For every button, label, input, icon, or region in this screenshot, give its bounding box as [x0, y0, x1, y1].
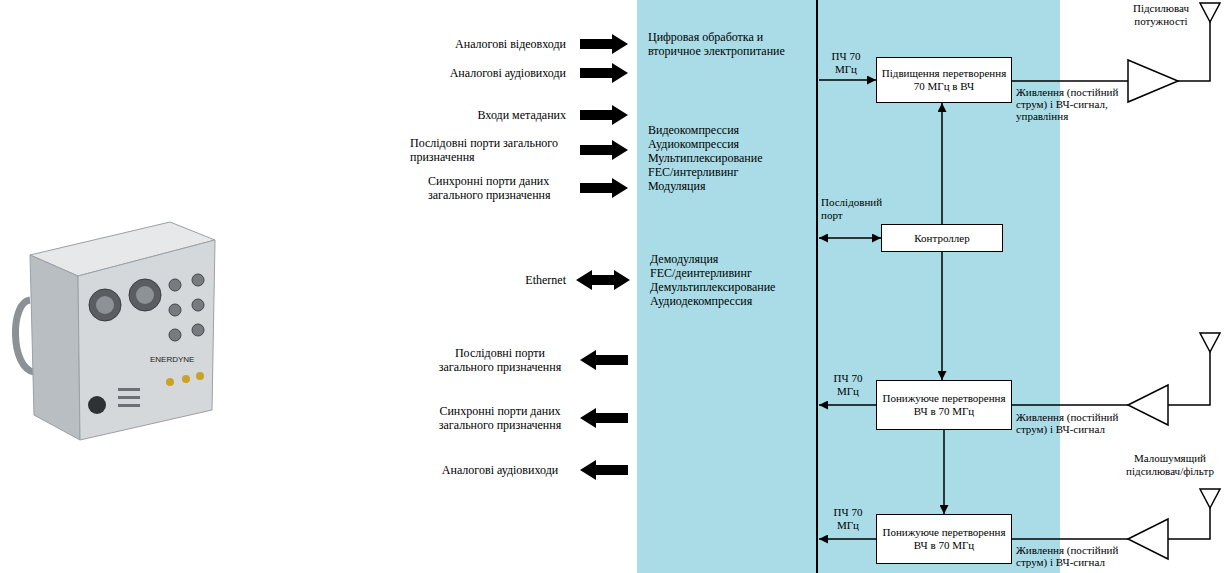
amplifier-triangle [1128, 519, 1168, 559]
power-amplifier: Підсилювач потужності [1124, 2, 1198, 104]
input-label: Послідовні порти загального призначення [410, 136, 575, 164]
signal-bus [816, 0, 818, 573]
panel-text: FEC/деинтерливинг [650, 266, 752, 280]
box-text: Понижуюче перетворення ВЧ в 70 МГц [881, 526, 1007, 552]
input-label: Входи метаданих [440, 108, 566, 122]
sma-connector [166, 378, 174, 386]
bnc-connector [192, 324, 204, 336]
if-arrow [819, 237, 881, 239]
round-connector [136, 286, 154, 304]
panel-text: Мультиплексирование [648, 151, 763, 165]
antenna-feed [1168, 508, 1210, 539]
antenna-feed [1178, 22, 1210, 81]
connector [943, 430, 945, 514]
output-label: Послідовні порти загального призначення [432, 346, 568, 374]
bnc-connector [169, 279, 181, 291]
bidirectional-arrow [576, 270, 630, 290]
antenna-symbol [1200, 489, 1220, 508]
bnc-connector [192, 299, 204, 311]
connector [941, 252, 943, 380]
status-led [118, 388, 140, 391]
output-arrow [580, 408, 628, 428]
input-label: Аналогові відеовходи [440, 37, 566, 51]
bnc-connector [169, 329, 181, 341]
panel-text: Видеокомпрессия [648, 123, 739, 137]
input-arrow [580, 178, 628, 198]
panel-text: Демодуляция [650, 252, 718, 266]
box-text: Контроллер [886, 232, 998, 245]
brand-text: ENERDYNE [150, 355, 194, 365]
amplifier-caption: Малошумящий підсилювач/фільтр [1120, 452, 1220, 478]
antenna-feed [1168, 352, 1210, 405]
antenna-symbol [1200, 3, 1220, 22]
port-label: Послідовний порт [821, 196, 887, 222]
input-arrow [580, 105, 628, 125]
device-photo [15, 222, 215, 440]
input-arrow [580, 34, 628, 54]
upconverter-box: Підвищення перетворення 70 МГц в ВЧ [876, 57, 1012, 103]
bnc-connector [169, 304, 181, 316]
panel-text: Аудиокомпрессия [648, 137, 739, 151]
box-text: Понижуюче перетворення ВЧ в 70 МГц [881, 392, 1007, 418]
if-arrow [819, 404, 876, 406]
port-label: Ethernet [440, 273, 566, 287]
amplifier-triangle [1128, 60, 1178, 102]
round-connector [89, 289, 121, 321]
if-label: ПЧ 70 МГц [824, 50, 868, 76]
panel-text: Цифровая обработка и вторичное электропи… [648, 30, 808, 58]
round-connector [129, 279, 161, 311]
amplifier-caption: Підсилювач потужності [1124, 2, 1198, 28]
amplifier-outline [1128, 519, 1168, 559]
sma-connector [196, 372, 204, 380]
link-label: Живлення (постійний струм) і ВЧ-сигнал [1016, 411, 1124, 435]
edge-label: Живлення (постійний струм) і ВЧ-сигнал, … [1016, 86, 1124, 122]
input-arrow [580, 63, 628, 83]
edge-label: Живлення (постійний струм) і ВЧ-сигнал [1016, 544, 1124, 568]
bnc-connector [192, 274, 204, 286]
connector [1012, 538, 1128, 540]
panel-text: FEC/интерливинг [648, 165, 738, 179]
input-label: Аналогові аудіовиходи [440, 66, 566, 80]
panel-text: Модуляция [648, 179, 705, 193]
if-arrow [1012, 404, 1128, 406]
connector [941, 103, 943, 224]
downconverter-box: Понижуюче перетворення ВЧ в 70 МГц [876, 514, 1012, 564]
io-arrows [576, 34, 630, 480]
if-arrow [819, 538, 876, 540]
round-connector [96, 296, 114, 314]
sma-connector [182, 375, 190, 383]
output-label: Аналогові аудіовиходи [432, 463, 568, 477]
antenna-symbol [1200, 333, 1220, 352]
panel-text: Демультиплексирование [650, 280, 775, 294]
if-label: ПЧ 70 МГц [826, 372, 870, 398]
downconverter-box: Понижуюче перетворення ВЧ в 70 МГц [876, 380, 1012, 430]
amplifier-triangle [1128, 385, 1168, 425]
status-led [118, 396, 140, 399]
lna-filter: Малошумящий підсилювач/фільтр [1120, 452, 1220, 562]
amplifier-outline [1128, 60, 1178, 102]
panel-text: Аудиодекомпрессия [650, 294, 752, 308]
controller-box: Контроллер [881, 224, 1003, 252]
output-label: Синхронні порти даних загального признач… [432, 404, 568, 432]
device-front [78, 240, 215, 440]
output-arrow [580, 350, 628, 370]
if-label: ПЧ 70 МГц [826, 506, 870, 532]
processing-panel: Підвищення перетворення 70 МГц в ВЧ Контр… [637, 0, 1060, 573]
device-side [30, 255, 80, 440]
output-arrow [580, 460, 628, 480]
input-label: Синхронні порти даних загального признач… [428, 174, 570, 202]
input-arrow [580, 140, 628, 160]
box-text: Підвищення перетворення 70 МГц в ВЧ [881, 67, 1007, 93]
connector [1012, 80, 1128, 82]
power-switch [88, 396, 106, 414]
if-arrow [819, 79, 876, 81]
status-led [118, 404, 140, 407]
